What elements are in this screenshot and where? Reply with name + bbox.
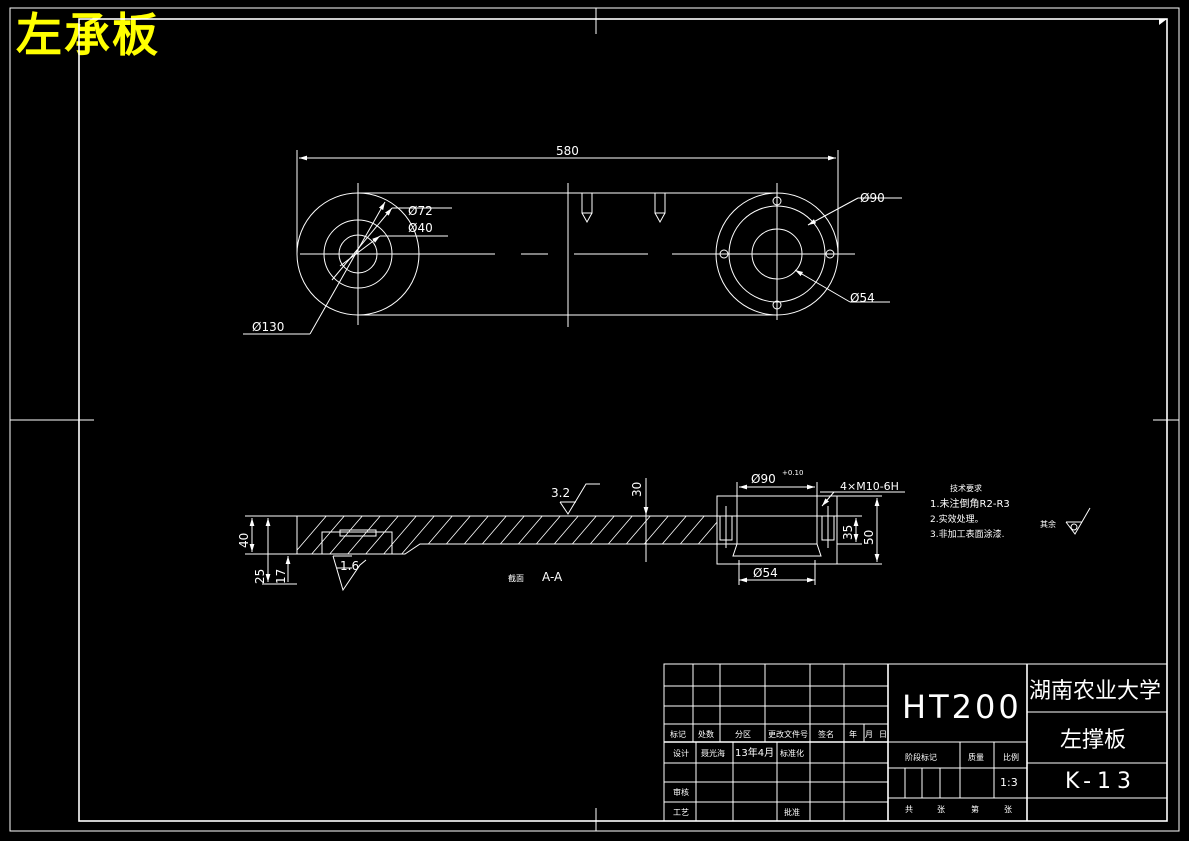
- top-view: 580 Ø72 Ø40 Ø130 Ø90 Ø54: [243, 144, 902, 335]
- process-label: 工艺: [673, 808, 689, 817]
- scale-value: 1:3: [1000, 776, 1018, 789]
- dim-35: 35: [841, 525, 855, 540]
- section-label-prefix: 截面: [508, 573, 524, 583]
- tech-notes: 技术要求 1.未注倒角R2-R3 2.实效处理。 3.非加工表面涂漆. 其余: [930, 483, 1091, 540]
- hdr-mark: 标记: [670, 729, 686, 739]
- roughness-1-6: 1.6: [340, 559, 359, 573]
- scale-label: 比例: [1003, 752, 1019, 762]
- stage-label: 阶段标记: [905, 752, 937, 762]
- dim-d90-tol-sup: +0.10: [782, 469, 803, 477]
- designer-name: 聂光海: [701, 748, 725, 758]
- hdr-change-doc: 更改文件号: [768, 729, 808, 739]
- sheet-label: 张: [937, 805, 945, 814]
- tech-note-2: 2.实效处理。: [930, 513, 984, 525]
- section-view: 30 40 25 17 35 50 Ø90 +0.10 4×M10-6H Ø54…: [237, 469, 905, 592]
- section-label: A-A: [542, 570, 563, 584]
- dim-d90-tol: Ø90: [751, 472, 776, 486]
- dim-40: 40: [237, 533, 251, 548]
- drawing-frame: [9, 7, 1180, 832]
- hdr-year: 年: [849, 729, 857, 739]
- title-block: HT200 湖南农业大学 左撑板 K-13 标记 处数 分区 更改文件号 签名 …: [663, 663, 1168, 822]
- title-drawing-no: K-13: [1065, 769, 1137, 794]
- dim-50: 50: [862, 530, 876, 545]
- tech-note-3: 3.非加工表面涂漆.: [930, 528, 1004, 540]
- tech-note-1: 1.未注倒角R2-R3: [930, 497, 1010, 510]
- page-label: 第: [971, 804, 979, 814]
- review-label: 审核: [673, 787, 689, 797]
- hdr-count: 处数: [698, 729, 714, 739]
- design-label: 设计: [673, 748, 689, 758]
- hdr-sign: 签名: [818, 729, 834, 739]
- dim-thread: 4×M10-6H: [840, 480, 899, 493]
- dim-d40: Ø40: [408, 221, 433, 235]
- dim-d72: Ø72: [408, 204, 433, 218]
- dim-d130: Ø130: [252, 320, 284, 334]
- dim-d90: Ø90: [860, 191, 885, 205]
- title-part-name: 左撑板: [1060, 728, 1126, 753]
- title-school: 湖南农业大学: [1029, 679, 1161, 704]
- approve-label: 批准: [784, 807, 800, 817]
- weight-label: 质量: [968, 752, 984, 762]
- page-sheet-label: 张: [1004, 805, 1012, 814]
- rest-label: 其余: [1040, 519, 1056, 529]
- hdr-day: 日: [879, 730, 887, 739]
- dim-30: 30: [630, 482, 644, 497]
- dim-d54: Ø54: [850, 291, 875, 305]
- hdr-zone: 分区: [735, 730, 751, 739]
- title-material: HT200: [902, 688, 1022, 726]
- dim-d54-sec: Ø54: [753, 566, 778, 580]
- design-date: 13年4月: [735, 746, 774, 759]
- total-label: 共: [905, 805, 913, 814]
- standardize-label: 标准化: [780, 748, 804, 758]
- roughness-3-2: 3.2: [551, 486, 570, 500]
- hdr-month: 月: [865, 730, 873, 739]
- tech-notes-heading: 技术要求: [950, 483, 982, 493]
- dim-17: 17: [274, 569, 288, 584]
- dim-25: 25: [253, 569, 267, 584]
- dim-580: 580: [556, 144, 579, 158]
